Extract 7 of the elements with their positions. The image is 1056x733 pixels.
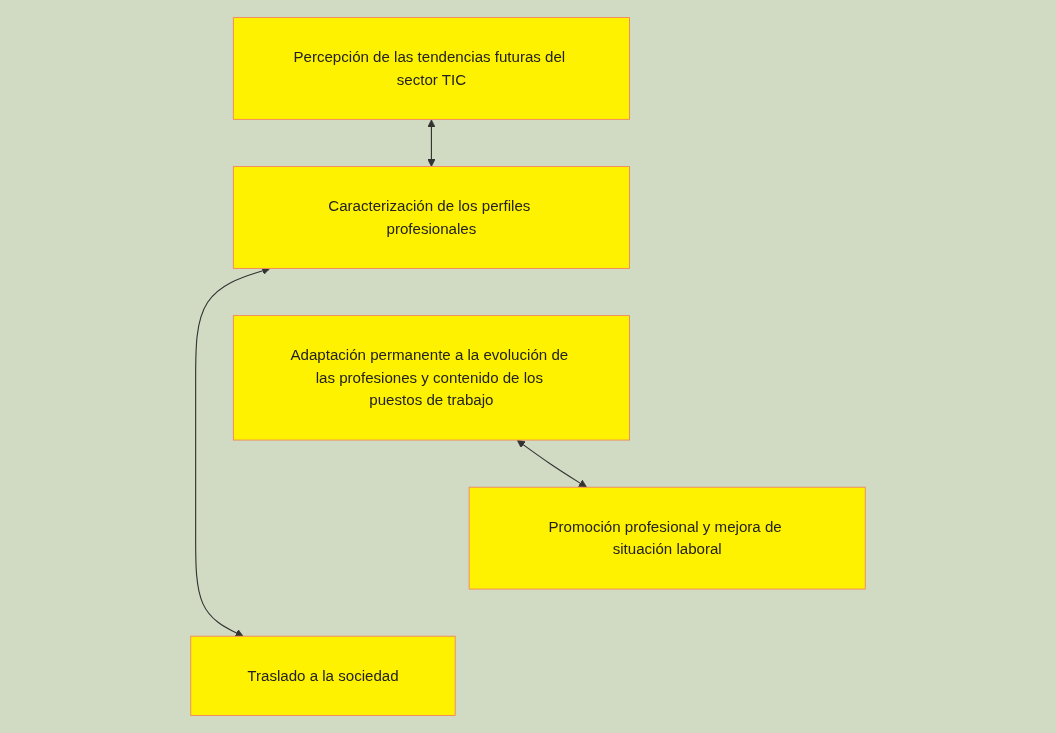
node-box: Caracterización de los perfiles profesionales [232, 166, 630, 269]
arrow [516, 439, 587, 488]
node-box: Traslado a la sociedad [190, 635, 456, 716]
node-box: Adaptación permanente a la evolución de las profesiones y contenido de los puestos de trabajo [232, 315, 630, 441]
node-box: Percepción de las tendencias futuras del sector TIC [232, 17, 630, 120]
node-box: Promoción profesional y mejora de situación laboral [468, 486, 866, 590]
arrow [427, 119, 436, 167]
